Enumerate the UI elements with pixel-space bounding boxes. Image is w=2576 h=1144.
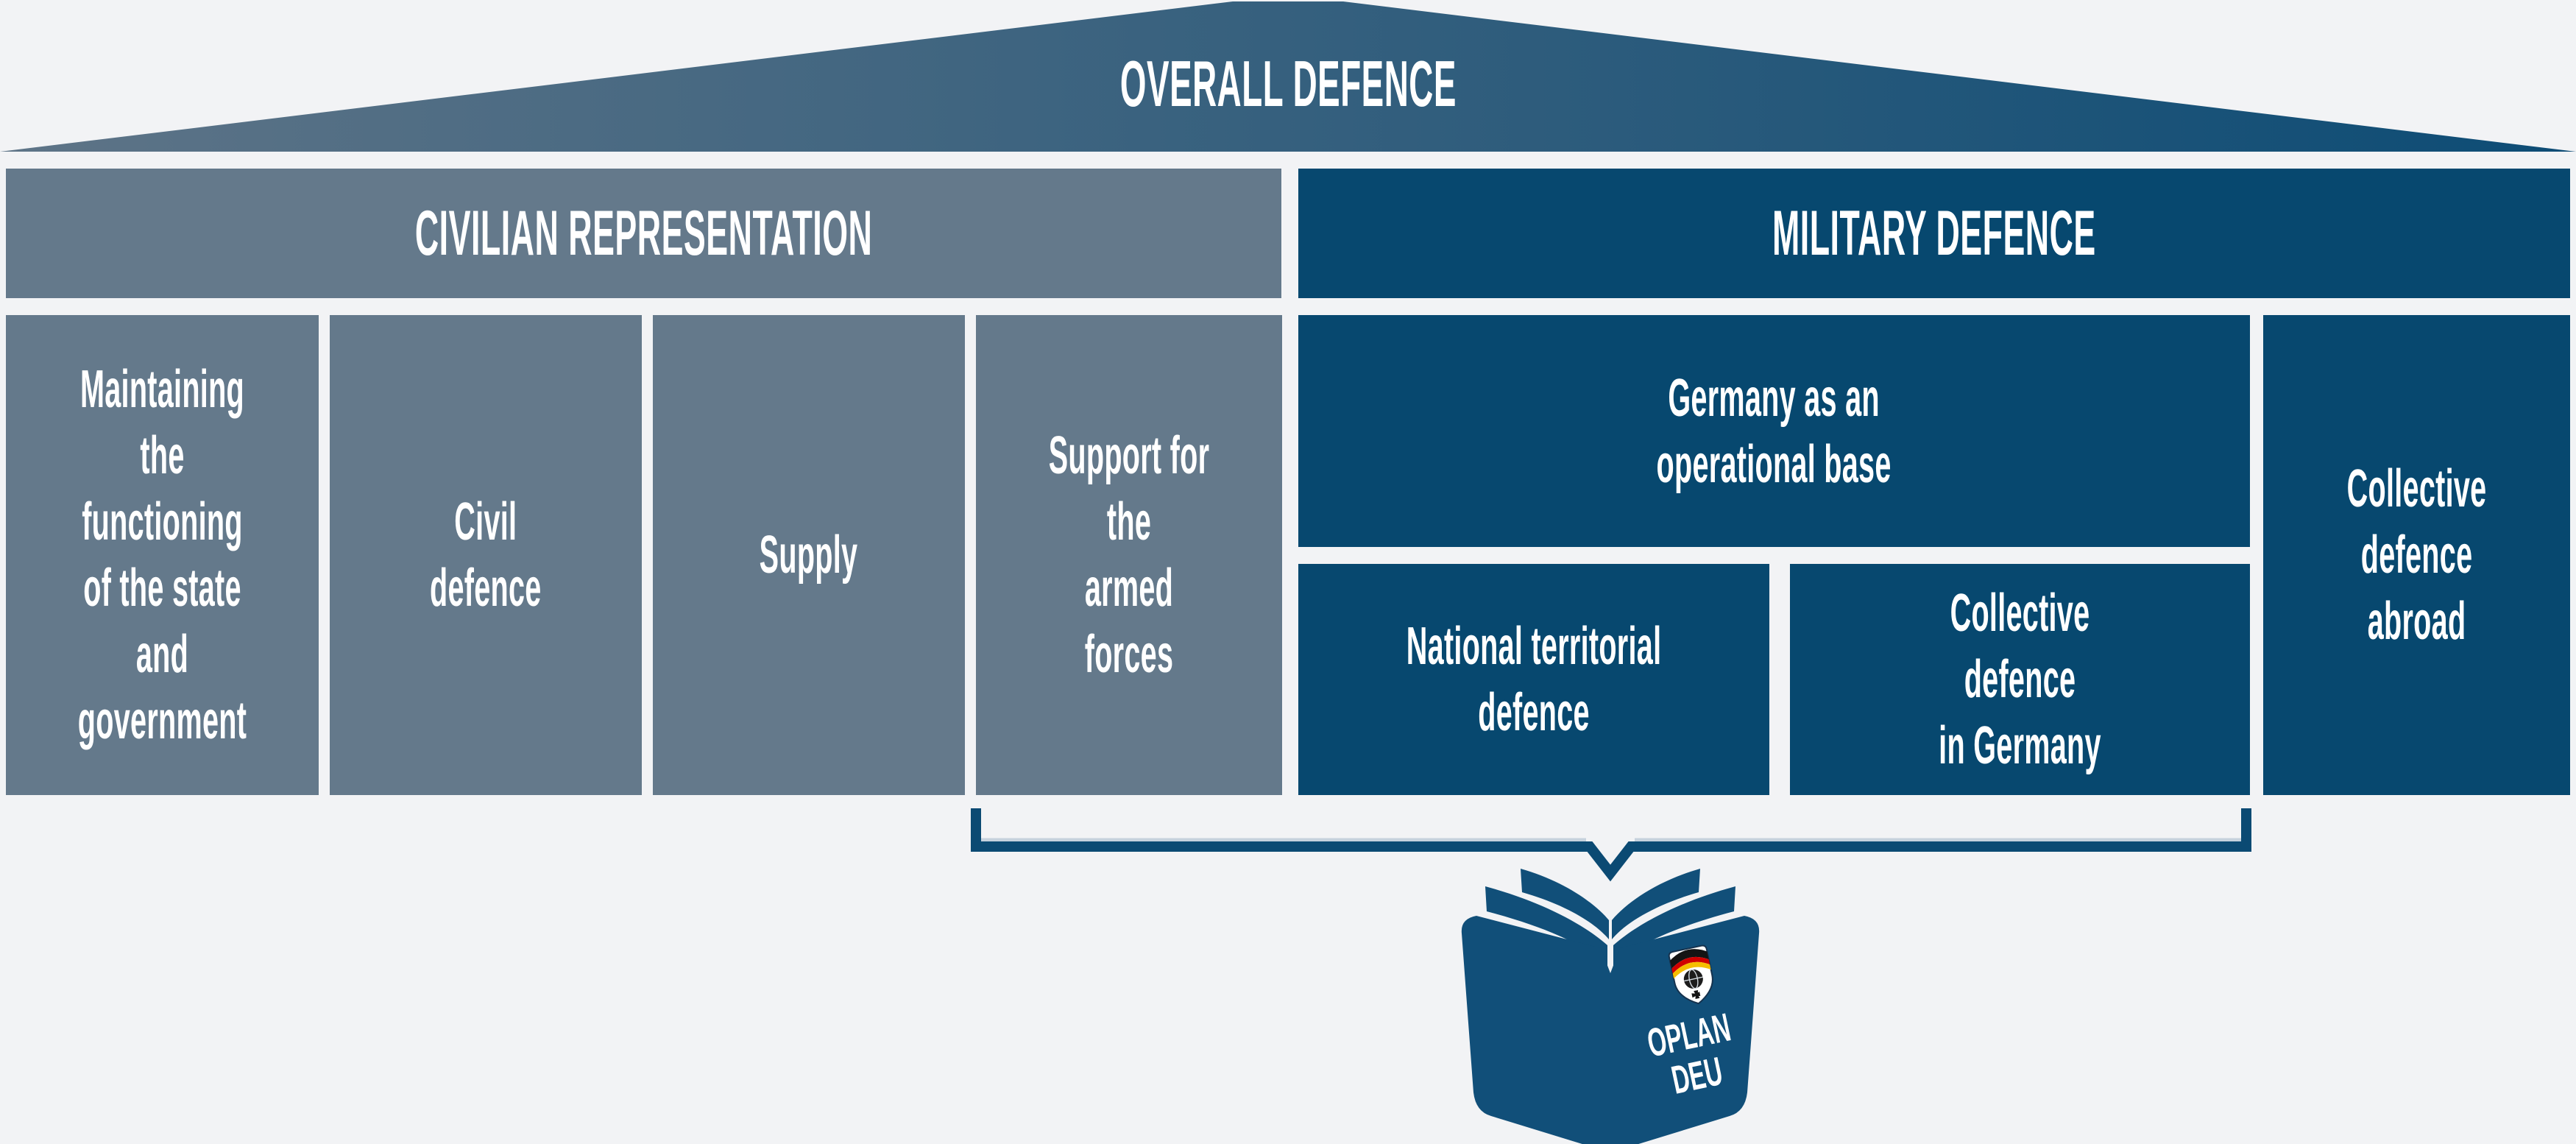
open-book-icon bbox=[1461, 869, 1760, 1144]
box-germany-operational-base: Germany as an operational base bbox=[1298, 315, 2250, 547]
military-defence-header: MILITARY DEFENCE bbox=[1298, 169, 2570, 298]
box-maintaining-state: Maintaining the functioning of the state… bbox=[6, 315, 319, 795]
box-collective-defence-abroad-label: Collective defence abroad bbox=[2346, 459, 2487, 651]
box-civil-defence: Civil defence bbox=[330, 315, 642, 795]
military-header-label: MILITARY DEFENCE bbox=[1772, 197, 2096, 269]
roof-pediment-shape bbox=[0, 1, 2576, 152]
bundeswehr-oplan-shield-icon bbox=[1668, 944, 1715, 1005]
grouping-bracket bbox=[971, 808, 2251, 882]
box-supply-label: Supply bbox=[760, 526, 858, 585]
box-national-territorial-defence-label: National territorial defence bbox=[1406, 617, 1662, 742]
roof-polygon bbox=[0, 1, 2576, 152]
box-germany-operational-base-label: Germany as an operational base bbox=[1656, 368, 1892, 494]
civilian-representation-header: CIVILIAN REPRESENTATION bbox=[6, 169, 1281, 298]
box-national-territorial-defence: National territorial defence bbox=[1298, 564, 1769, 795]
bracket-line bbox=[971, 808, 2251, 882]
box-support-armed-forces-label: Support for the armed forces bbox=[1048, 426, 1210, 684]
box-collective-defence-germany-label: Collective defence in Germany bbox=[1939, 584, 2101, 775]
box-collective-defence-abroad: Collective defence abroad bbox=[2263, 315, 2570, 795]
box-civil-defence-label: Civil defence bbox=[430, 492, 542, 618]
book-pages-right bbox=[1612, 869, 1735, 966]
box-support-armed-forces: Support for the armed forces bbox=[976, 315, 1282, 795]
box-maintaining-state-label: Maintaining the functioning of the state… bbox=[77, 360, 247, 750]
roof-title-text: OVERALL DEFENCE bbox=[1119, 47, 1457, 120]
roof-title: OVERALL DEFENCE bbox=[0, 49, 2576, 119]
book-pages-left bbox=[1485, 869, 1609, 966]
box-collective-defence-germany: Collective defence in Germany bbox=[1790, 564, 2250, 795]
oplan-line2: DEU bbox=[1668, 1048, 1727, 1103]
box-supply: Supply bbox=[653, 315, 965, 795]
civilian-header-label: CIVILIAN REPRESENTATION bbox=[414, 197, 873, 269]
